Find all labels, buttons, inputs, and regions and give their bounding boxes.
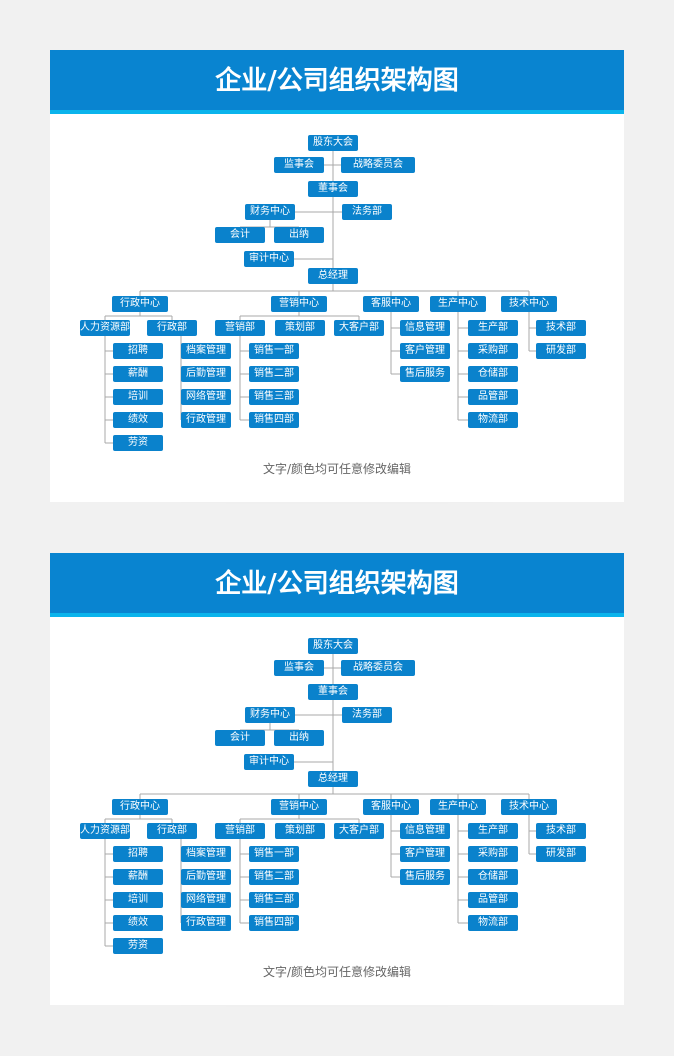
- org-node-key-accounts: 大客户部: [334, 823, 384, 839]
- org-node-after-sales: 售后服务: [400, 869, 450, 885]
- org-node-tech-dept: 技术部: [536, 823, 586, 839]
- org-node-supervisors: 监事会: [274, 157, 324, 173]
- org-node-production-dept: 生产部: [468, 320, 518, 336]
- org-node-logistics: 物流部: [468, 915, 518, 931]
- org-node-labor: 劳资: [113, 435, 163, 451]
- org-node-recruit: 招聘: [113, 343, 163, 359]
- org-node-board: 董事会: [308, 684, 358, 700]
- org-node-shareholders: 股东大会: [308, 135, 358, 151]
- org-node-marketing-dept: 营销部: [215, 320, 265, 336]
- org-node-admin-dept: 行政部: [147, 320, 197, 336]
- org-node-strategy: 战略委员会: [341, 660, 415, 676]
- org-node-marketing-center: 营销中心: [271, 296, 327, 312]
- org-node-planning: 策划部: [275, 823, 325, 839]
- org-node-network: 网络管理: [181, 892, 231, 908]
- org-node-service-center: 客服中心: [363, 296, 419, 312]
- org-node-hr: 人力资源部: [80, 823, 130, 839]
- org-node-recruit: 招聘: [113, 846, 163, 862]
- org-node-production-center: 生产中心: [430, 799, 486, 815]
- org-node-sales2: 销售二部: [249, 869, 299, 885]
- org-node-audit: 审计中心: [244, 251, 294, 267]
- org-node-performance: 绩效: [113, 412, 163, 428]
- org-node-admin-mgmt: 行政管理: [181, 915, 231, 931]
- org-node-labor: 劳资: [113, 938, 163, 954]
- org-node-tech-center: 技术中心: [501, 296, 557, 312]
- org-node-purchasing: 采购部: [468, 846, 518, 862]
- org-node-sales4: 销售四部: [249, 412, 299, 428]
- org-node-sales3: 销售三部: [249, 389, 299, 405]
- org-node-warehouse: 仓储部: [468, 366, 518, 382]
- org-node-finance: 财务中心: [245, 707, 295, 723]
- org-node-admin-dept: 行政部: [147, 823, 197, 839]
- org-node-sales3: 销售三部: [249, 892, 299, 908]
- org-node-sales2: 销售二部: [249, 366, 299, 382]
- org-node-info-mgmt: 信息管理: [400, 320, 450, 336]
- org-node-accounting: 会计: [215, 730, 265, 746]
- footer-note: 文字/颜色均可任意修改编辑: [262, 965, 412, 979]
- org-node-marketing-center: 营销中心: [271, 799, 327, 815]
- org-node-planning: 策划部: [275, 320, 325, 336]
- org-node-audit: 审计中心: [244, 754, 294, 770]
- org-node-archives: 档案管理: [181, 846, 231, 862]
- org-node-cashier: 出纳: [274, 730, 324, 746]
- org-node-rnd: 研发部: [536, 846, 586, 862]
- org-node-gm: 总经理: [308, 771, 358, 787]
- org-node-marketing-dept: 营销部: [215, 823, 265, 839]
- org-node-key-accounts: 大客户部: [334, 320, 384, 336]
- org-node-admin-center: 行政中心: [112, 296, 168, 312]
- org-node-logistics-mgmt: 后勤管理: [181, 366, 231, 382]
- org-chart-card: 企业/公司组织架构图 文字/颜色均可任意修改编辑 股东大会监事会 战略委员会董事会…: [50, 50, 624, 502]
- org-node-production-center: 生产中心: [430, 296, 486, 312]
- org-node-sales1: 销售一部: [249, 846, 299, 862]
- org-node-logistics: 物流部: [468, 412, 518, 428]
- org-node-gm: 总经理: [308, 268, 358, 284]
- org-node-finance: 财务中心: [245, 204, 295, 220]
- org-node-board: 董事会: [308, 181, 358, 197]
- org-node-tech-dept: 技术部: [536, 320, 586, 336]
- org-node-admin-center: 行政中心: [112, 799, 168, 815]
- chart-title: 企业/公司组织架构图: [50, 553, 624, 617]
- org-node-performance: 绩效: [113, 915, 163, 931]
- org-node-service-center: 客服中心: [363, 799, 419, 815]
- org-node-rnd: 研发部: [536, 343, 586, 359]
- org-node-admin-mgmt: 行政管理: [181, 412, 231, 428]
- org-node-warehouse: 仓储部: [468, 869, 518, 885]
- org-node-customer-mgmt: 客户管理: [400, 343, 450, 359]
- org-node-legal: 法务部: [342, 707, 392, 723]
- org-node-quality: 品管部: [468, 892, 518, 908]
- org-node-salary: 薪酬: [113, 366, 163, 382]
- org-node-production-dept: 生产部: [468, 823, 518, 839]
- org-node-strategy: 战略委员会: [341, 157, 415, 173]
- org-node-tech-center: 技术中心: [501, 799, 557, 815]
- org-node-network: 网络管理: [181, 389, 231, 405]
- org-node-legal: 法务部: [342, 204, 392, 220]
- org-chart-sheet: 企业/公司组织架构图 文字/颜色均可任意修改编辑 股东大会监事会 战略委员会董事会…: [0, 503, 674, 1006]
- org-node-logistics-mgmt: 后勤管理: [181, 869, 231, 885]
- footer-note: 文字/颜色均可任意修改编辑: [262, 462, 412, 476]
- org-node-accounting: 会计: [215, 227, 265, 243]
- org-node-supervisors: 监事会: [274, 660, 324, 676]
- org-node-sales4: 销售四部: [249, 915, 299, 931]
- org-node-after-sales: 售后服务: [400, 366, 450, 382]
- org-node-purchasing: 采购部: [468, 343, 518, 359]
- connector-lines: [104, 654, 536, 947]
- org-node-info-mgmt: 信息管理: [400, 823, 450, 839]
- org-node-cashier: 出纳: [274, 227, 324, 243]
- org-node-training: 培训: [113, 389, 163, 405]
- org-node-archives: 档案管理: [181, 343, 231, 359]
- org-node-quality: 品管部: [468, 389, 518, 405]
- org-node-hr: 人力资源部: [80, 320, 130, 336]
- org-chart-card: 企业/公司组织架构图 文字/颜色均可任意修改编辑 股东大会监事会 战略委员会董事会…: [50, 553, 624, 1005]
- chart-title: 企业/公司组织架构图: [50, 50, 624, 114]
- org-chart-sheet: 企业/公司组织架构图 文字/颜色均可任意修改编辑 股东大会监事会 战略委员会董事会…: [0, 0, 674, 503]
- org-node-salary: 薪酬: [113, 869, 163, 885]
- org-node-customer-mgmt: 客户管理: [400, 846, 450, 862]
- org-node-shareholders: 股东大会: [308, 638, 358, 654]
- org-node-sales1: 销售一部: [249, 343, 299, 359]
- org-node-training: 培训: [113, 892, 163, 908]
